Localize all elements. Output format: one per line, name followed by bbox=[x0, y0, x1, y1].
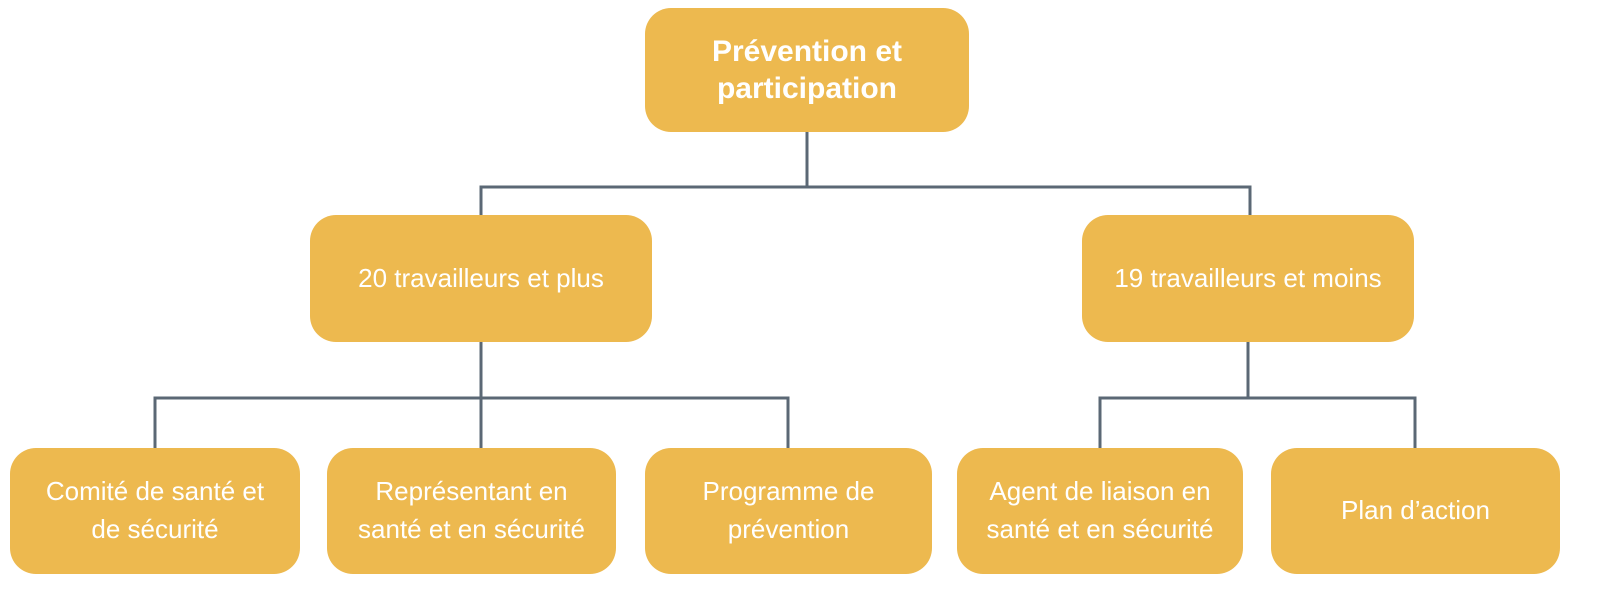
node-prevention-et-participation: Prévention et participation bbox=[645, 8, 969, 132]
node-plan-daction: Plan d’action bbox=[1271, 448, 1560, 574]
connector-left-branch-to-children bbox=[153, 396, 790, 448]
node-branch-left-label: 20 travailleurs et plus bbox=[358, 262, 604, 293]
node-leaf-label: Comité de santé et de sécurité bbox=[45, 476, 265, 544]
connector-root-to-branches bbox=[479, 185, 1252, 216]
node-leaf-label: Représentant en santé et en sécurité bbox=[358, 476, 585, 544]
node-comite-de-sante-et-de-securite: Comité de santé et de sécurité bbox=[10, 448, 300, 574]
node-branch-right-label: 19 travailleurs et moins bbox=[1114, 262, 1382, 293]
node-representant-en-sante-et-en-securite: Représentant en santé et en sécurité bbox=[327, 448, 616, 574]
node-agent-de-liaison-en-sante-et-en-securite: Agent de liaison en santé et en sécurité bbox=[957, 448, 1243, 574]
connector-right-branch-to-children bbox=[1098, 396, 1417, 448]
node-leaf-label: Programme de prévention bbox=[702, 476, 875, 544]
node-leaf-label: Plan d’action bbox=[1341, 495, 1490, 526]
node-programme-de-prevention: Programme de prévention bbox=[645, 448, 932, 574]
node-root-label: Prévention et participation bbox=[711, 34, 903, 106]
node-20-travailleurs-et-plus: 20 travailleurs et plus bbox=[310, 215, 652, 342]
node-leaf-label: Agent de liaison en santé et en sécurité bbox=[986, 476, 1214, 544]
node-19-travailleurs-et-moins: 19 travailleurs et moins bbox=[1082, 215, 1414, 342]
